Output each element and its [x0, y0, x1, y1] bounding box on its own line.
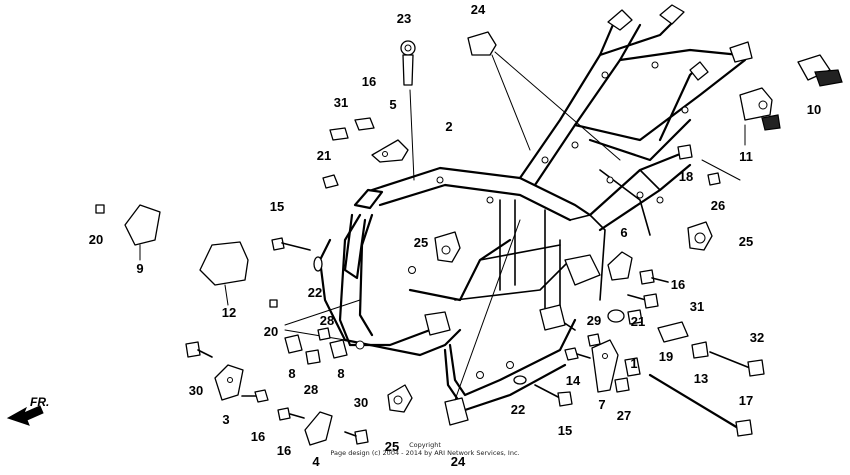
- callout-32: 32: [750, 330, 764, 345]
- cover-9-part: [95, 204, 161, 261]
- nut-21-upper-part: [322, 174, 339, 189]
- bolt-30-lower-part: [344, 429, 369, 445]
- bolt-18-part: [677, 144, 693, 160]
- nut-27-part: [614, 377, 630, 393]
- callout-15b: 15: [558, 423, 572, 438]
- washer-22-part: [313, 256, 323, 272]
- callout-labels: 1 2 3 4 5 6 7 8 8 9 10 11 12 13 14 15 15…: [89, 2, 821, 469]
- callout-31b: 31: [690, 299, 704, 314]
- nut-13-part: [691, 341, 709, 359]
- callout-24a: 24: [471, 2, 486, 17]
- bolt-30-left-part: [185, 341, 213, 358]
- front-label: FR.: [30, 395, 49, 409]
- clamp-25-parts: [387, 221, 713, 413]
- callout-18: 18: [679, 169, 693, 184]
- callout-10: 10: [807, 102, 821, 117]
- callout-20b: 20: [264, 324, 278, 339]
- callout-2: 2: [445, 119, 452, 134]
- bolt-31-right-part: [627, 293, 659, 309]
- key-cylinder-part: [797, 54, 843, 87]
- bracket-7-part: [591, 339, 619, 393]
- bracket-4-part: [304, 411, 333, 446]
- washer-22-lower-part: [513, 375, 527, 385]
- bracket-6-part: [607, 251, 633, 281]
- bolt-20-lower-part: [269, 299, 361, 341]
- collar-1-part: [624, 357, 641, 377]
- callout-21a: 21: [317, 148, 331, 163]
- callout-3: 3: [222, 412, 229, 427]
- callout-16d: 16: [277, 443, 291, 458]
- bracket-5-part: [329, 117, 409, 163]
- callout-12: 12: [222, 305, 236, 320]
- callout-22b: 22: [511, 402, 525, 417]
- front-arrow-icon: [6, 405, 44, 426]
- bolt-15-lower-part: [534, 384, 573, 407]
- spacer-19-part: [657, 321, 689, 343]
- callout-9: 9: [136, 261, 143, 276]
- callout-23: 23: [397, 11, 411, 26]
- callout-29: 29: [587, 313, 601, 328]
- callout-25c: 25: [385, 439, 399, 454]
- callout-5: 5: [389, 97, 396, 112]
- callout-11: 11: [739, 149, 753, 164]
- bolt-32-part: [709, 351, 765, 377]
- callout-15a: 15: [270, 199, 284, 214]
- callout-21b: 21: [631, 314, 645, 329]
- nut-29-part: [587, 333, 601, 347]
- bolt-14-part: [564, 347, 591, 361]
- callout-19: 19: [659, 349, 673, 364]
- callout-24b: 24: [451, 454, 466, 469]
- main-frame-body: [318, 4, 753, 412]
- callout-16c: 16: [251, 429, 265, 444]
- callout-25a: 25: [414, 235, 428, 250]
- callout-20a: 20: [89, 232, 103, 247]
- callout-8b: 8: [337, 366, 344, 381]
- collar-8-parts: [284, 334, 348, 359]
- copyright-line-2: Page design (c) 2004 - 2014 by ARI Netwo…: [330, 449, 519, 457]
- eye-bolt-part: [400, 40, 416, 181]
- bolt-15-part: [271, 237, 311, 251]
- callout-4: 4: [312, 454, 320, 469]
- callout-13: 13: [694, 371, 708, 386]
- bolt-17-part: [648, 373, 753, 437]
- seat-lock-part: [739, 87, 781, 146]
- callout-16b: 16: [671, 277, 685, 292]
- copyright-line-1: Copyright: [409, 441, 441, 449]
- callout-28a: 28: [320, 313, 334, 328]
- callout-26: 26: [711, 198, 725, 213]
- callout-17: 17: [739, 393, 753, 408]
- grommet-top-part: [467, 31, 621, 161]
- side-cover-12-part: [199, 241, 249, 306]
- callout-30a: 30: [189, 383, 203, 398]
- callout-22a: 22: [308, 285, 322, 300]
- callout-6: 6: [620, 225, 627, 240]
- bolt-16-right-part: [639, 269, 669, 285]
- callout-7: 7: [598, 397, 605, 412]
- bolt-26-part: [701, 159, 741, 186]
- callout-1: 1: [630, 356, 637, 371]
- grommet-24-lower-part: [444, 219, 521, 426]
- callout-31a: 31: [334, 95, 348, 110]
- callout-25b: 25: [739, 234, 753, 249]
- nut-28-parts: [305, 327, 331, 365]
- front-direction-indicator: FR.: [6, 395, 49, 426]
- bracket-3-part: [214, 364, 244, 401]
- copyright-notice: Copyright Page design (c) 2004 - 2014 by…: [330, 441, 519, 457]
- callout-27: 27: [617, 408, 631, 423]
- callout-28b: 28: [304, 382, 318, 397]
- callout-14: 14: [566, 373, 581, 388]
- bolt-16-lower-parts: [241, 389, 305, 421]
- callout-30b: 30: [354, 395, 368, 410]
- callout-8a: 8: [288, 366, 295, 381]
- nut-21-lower-part: [607, 309, 643, 325]
- callout-16a: 16: [362, 74, 376, 89]
